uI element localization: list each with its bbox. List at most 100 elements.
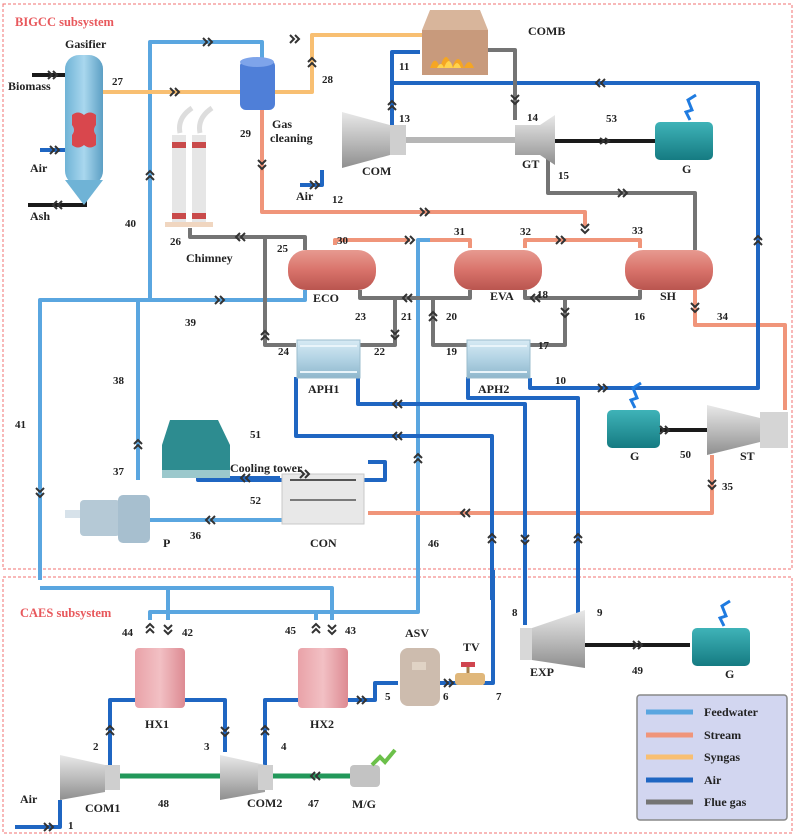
pipe-9-air [466,377,580,620]
pipe-32-33-stream [523,238,642,248]
pipe-41b-feedwater [168,586,334,620]
stream-7: 7 [496,691,502,703]
label-air-com: Air [296,189,314,203]
bigcc-subsystem-label: BIGCC subsystem [15,15,115,29]
combustor[interactable] [422,10,488,75]
stream-11: 11 [399,61,409,73]
expander[interactable] [520,610,585,668]
chimney[interactable] [165,105,214,227]
pipe-17-fluegas [530,298,567,347]
hx2[interactable] [298,648,348,708]
stream-29: 29 [240,128,252,140]
legend-item-flue-gas: Flue gas [646,795,747,809]
label-cooling-tower: Cooling tower [230,461,303,475]
economizer[interactable] [288,250,376,290]
label-sh: SH [660,289,677,303]
stream-31: 31 [454,226,465,238]
pipe-4-air [263,698,298,767]
legend-label-air: Air [704,773,722,787]
stream-4: 4 [281,741,287,753]
stream-37: 37 [113,466,125,478]
label-gt: GT [522,157,539,171]
pipe-22-fluegas [360,298,397,347]
stream-40: 40 [125,218,137,230]
label-hx1: HX1 [145,717,169,731]
stream-17: 17 [538,340,550,352]
stream-15: 15 [558,170,570,182]
condenser[interactable] [281,473,365,525]
legend-label-syngas: Syngas [704,750,740,764]
label-g-exp: G [725,667,734,681]
pipe-31-stream [430,238,472,248]
stream-21: 21 [401,311,412,323]
compressor-2[interactable] [220,755,273,800]
legend-label-stream: Stream [704,728,741,742]
compressor-1[interactable] [60,755,120,800]
hx1[interactable] [135,648,185,708]
pipe-5-air [348,681,398,702]
generator-exp[interactable] [692,599,750,666]
generator-gt[interactable] [655,93,713,160]
stream-14: 14 [527,112,539,124]
stream-35: 35 [722,481,734,493]
pump[interactable] [65,495,150,543]
pipe-30-stream [333,238,410,245]
label-hx2: HX2 [310,717,334,731]
pipe-7-air [483,570,495,685]
superheater[interactable] [625,250,713,290]
stream-8: 8 [512,607,518,619]
gas-cleaning[interactable] [240,57,275,110]
stream-6: 6 [443,691,449,703]
label-gas-cleaning-1: Gas [272,117,292,131]
stream-numbers: 1 2 3 4 5 6 7 8 9 10 11 12 13 14 15 16 1… [15,61,734,832]
stream-18: 18 [537,289,549,301]
air-preheater-1[interactable] [296,339,361,379]
label-g-gt: G [682,162,691,176]
cooling-tower[interactable] [162,420,230,478]
label-con: CON [310,536,337,550]
air-storage-vessel[interactable] [400,648,440,706]
pipe-11-air [390,50,420,130]
pipe-12-air [300,170,324,187]
pipe-39-feedwater [38,290,307,580]
stream-12: 12 [332,194,344,206]
evaporator[interactable] [454,250,542,290]
label-g-st: G [630,449,639,463]
steam-turbine[interactable] [707,405,788,455]
stream-39: 39 [185,317,197,329]
stream-46: 46 [428,538,440,550]
legend-item-syngas: Syngas [646,750,740,764]
stream-23: 23 [355,311,367,323]
stream-20: 20 [446,311,458,323]
label-st: ST [740,449,755,463]
caes-subsystem-box [2,576,793,834]
stream-36: 36 [190,530,202,542]
pipe-35-stream [368,455,714,515]
gasifier[interactable] [65,55,103,205]
stream-52: 52 [250,495,262,507]
stream-10: 10 [555,375,567,387]
label-mg: M/G [352,797,376,811]
label-aph2: APH2 [478,382,509,396]
air-preheater-2[interactable] [466,339,531,379]
stream-49: 49 [632,665,644,677]
stream-5: 5 [385,691,391,703]
label-air-gasifier: Air [30,161,48,175]
stream-32: 32 [520,226,532,238]
label-com1: COM1 [85,801,120,815]
label-eva: EVA [490,289,514,303]
stream-53: 53 [606,113,618,125]
label-eco: ECO [313,291,339,305]
throttle-valve[interactable] [455,662,485,685]
label-air-com1: Air [20,792,38,806]
stream-27: 27 [112,76,124,88]
generator-st[interactable] [607,381,660,448]
stream-45: 45 [285,625,297,637]
legend: Feedwater Stream Syngas Air Flue gas [636,694,788,821]
motor-generator[interactable] [350,748,397,787]
label-com: COM [362,164,391,178]
gas-compressor[interactable] [342,112,555,168]
pipe-34-stream [693,290,787,410]
stream-41: 41 [15,419,26,431]
label-tv: TV [463,640,480,654]
